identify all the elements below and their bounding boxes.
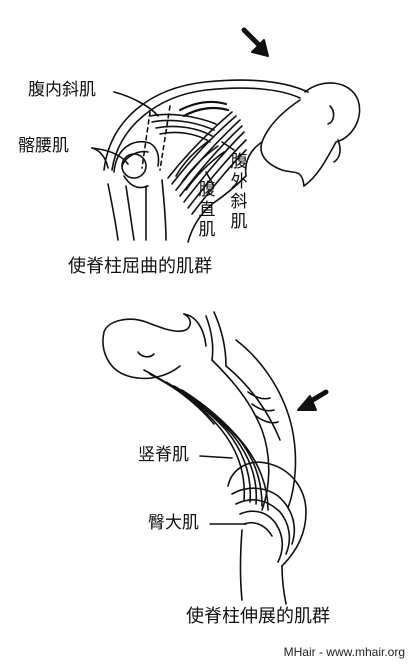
extension-figure xyxy=(102,311,329,605)
label-iliopsoas: 髂腰肌 xyxy=(18,136,69,156)
caption-flexion: 使脊柱屈曲的肌群 xyxy=(68,256,212,277)
label-rectus-abdominis: 腹直肌 xyxy=(198,180,216,240)
flexion-figure xyxy=(91,27,361,243)
label-gluteus-maximus: 臀大肌 xyxy=(148,513,199,533)
watermark: MHair - www.mhair.org xyxy=(283,645,405,659)
label-erector-spinae: 竖脊肌 xyxy=(138,445,189,465)
label-external-oblique: 腹外斜肌 xyxy=(230,152,248,232)
arrow-icon xyxy=(241,27,269,57)
arrow-icon xyxy=(297,389,329,411)
caption-extension: 使脊柱伸展的肌群 xyxy=(186,606,330,627)
label-internal-oblique: 腹内斜肌 xyxy=(28,80,96,100)
